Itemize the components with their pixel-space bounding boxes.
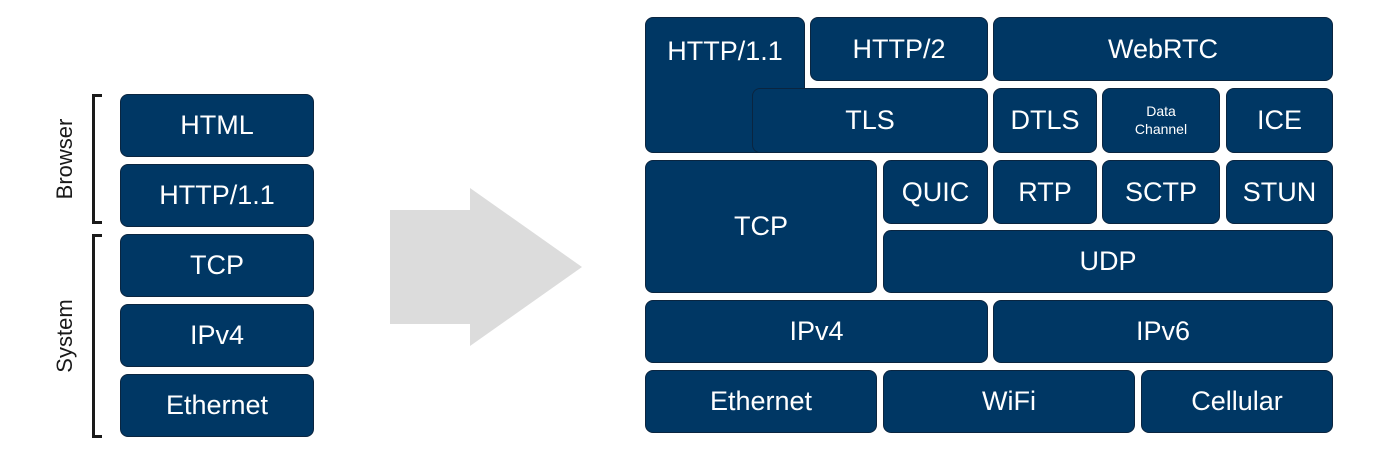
- block-quic: QUIC: [883, 160, 988, 224]
- block-data-channel: Data Channel: [1102, 88, 1220, 153]
- system-label: System: [52, 299, 77, 373]
- layer-ethernet: Ethernet: [120, 374, 314, 437]
- layer-tcp: TCP: [120, 234, 314, 297]
- block-webrtc: WebRTC: [993, 17, 1333, 81]
- block-ethernet: Ethernet: [645, 370, 877, 433]
- block-cellular: Cellular: [1141, 370, 1333, 433]
- block-stun: STUN: [1226, 160, 1333, 224]
- layer-html: HTML: [120, 94, 314, 157]
- browser-label: Browser: [52, 118, 77, 200]
- system-bracket: [92, 234, 102, 438]
- block-ipv6: IPv6: [993, 300, 1333, 363]
- layer-ipv4: IPv4: [120, 304, 314, 367]
- block-ice: ICE: [1226, 88, 1333, 153]
- right-arrow-icon: [390, 188, 582, 346]
- block-wifi: WiFi: [883, 370, 1135, 433]
- block-udp: UDP: [883, 230, 1333, 293]
- block-http2: HTTP/2: [810, 17, 988, 81]
- block-tcp: TCP: [645, 160, 877, 293]
- block-http11-label: HTTP/1.1: [667, 36, 783, 66]
- block-dtls: DTLS: [993, 88, 1097, 153]
- layer-http11: HTTP/1.1: [120, 164, 314, 227]
- block-tls: TLS: [752, 88, 988, 153]
- block-http11: HTTP/1.1: [645, 17, 805, 153]
- block-rtp: RTP: [993, 160, 1097, 224]
- browser-bracket: [92, 94, 102, 224]
- block-sctp: SCTP: [1102, 160, 1220, 224]
- block-ipv4: IPv4: [645, 300, 988, 363]
